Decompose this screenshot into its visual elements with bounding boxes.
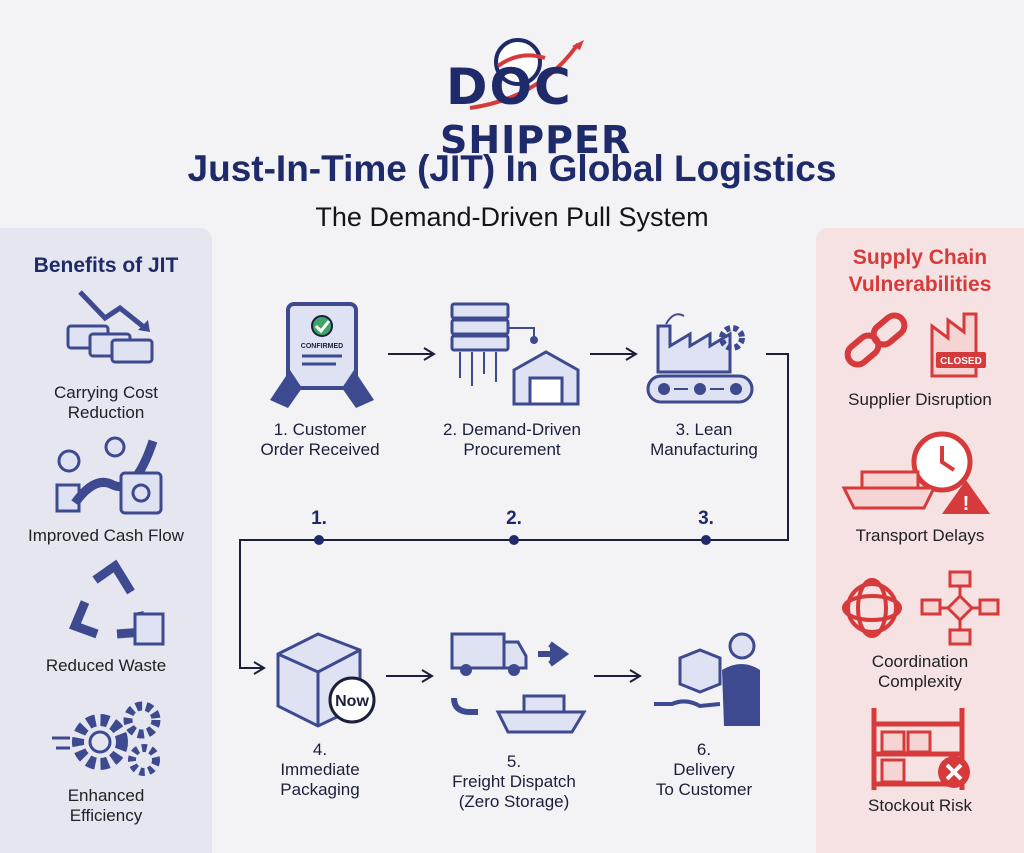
now-badge: Now [335,693,369,710]
factory-conveyor-icon [646,313,754,404]
benefit-label-3: Reduced Waste [45,656,167,675]
vulnerability-label-4: Stockout Risk [868,796,972,815]
tangle-flowchart-icon [842,570,1000,646]
step-label-5: 5.Freight Dispatch(Zero Storage) [452,752,576,811]
benefits-heading: Benefits of JIT [33,254,179,277]
timeline-dot-3 [701,535,711,545]
server-warehouse-icon [450,302,580,406]
gears-icon [52,701,161,776]
timeline-label-2: 2. [506,508,522,529]
page-subtitle: The Demand-Driven Pull System [315,202,709,232]
svg-text:!: ! [963,493,970,515]
truck-ship-icon [450,632,587,734]
broken-chain-icon: CLOSED [844,312,986,378]
timeline-label-3: 3. [698,508,714,529]
timeline-dot-1 [314,535,324,545]
money-down-icon [66,290,154,364]
benefit-label-2: Improved Cash Flow [28,526,184,545]
delivery-person-icon [654,632,760,726]
logo-line1: DOC [446,58,573,116]
ship-clock-icon: ! [841,431,990,515]
logo: DOC SHIPPER [0,28,1024,162]
timeline-label-1: 1. [311,508,327,529]
vulnerability-label-2: Transport Delays [855,526,985,545]
vulnerability-label-1: Supplier Disruption [848,390,992,409]
box-now-icon: Now [276,632,376,728]
recycle-icon [69,559,165,646]
timeline-dot-2 [509,535,519,545]
confirmed-badge: CONFIRMED [301,343,343,350]
globe-plane-icon [469,38,584,110]
closed-sign: CLOSED [940,356,982,367]
empty-shelf-icon [871,708,970,790]
tablet-order-icon: CONFIRMED [270,302,374,408]
page-title: Just-In-Time (JIT) In Global Logistics [187,148,837,189]
logo-line2: SHIPPER [440,118,632,162]
cash-flow-icon [55,436,163,515]
